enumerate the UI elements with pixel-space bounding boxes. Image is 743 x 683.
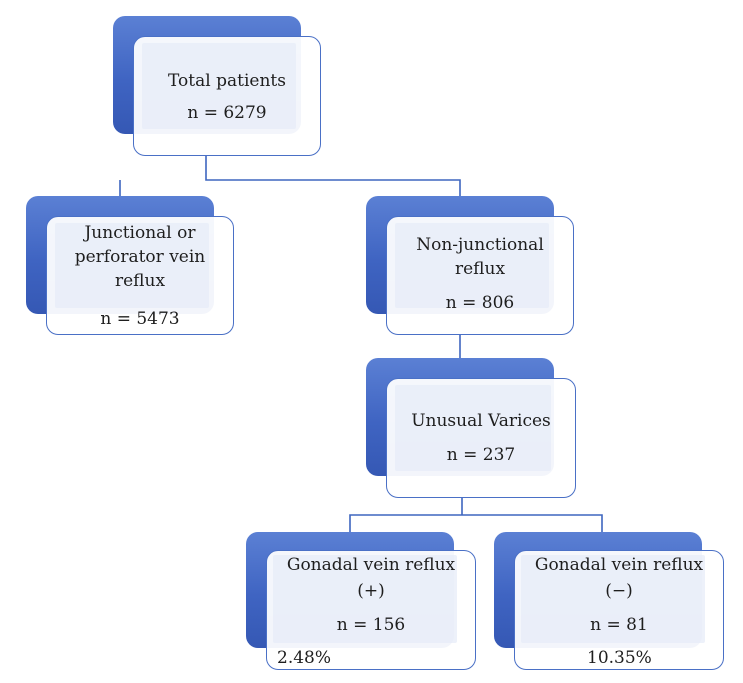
node-unusual-varices: Unusual Varices n = 237 [366,358,576,498]
node-nonjunctional-count: n = 806 [445,293,515,313]
node-gonadal-positive-front: Gonadal vein reflux (+) n = 156 2.48% [266,550,476,670]
node-junctional-line2: perforator vein [74,247,206,267]
node-unusual-inner [395,385,551,471]
node-gonadal-negative: Gonadal vein reflux (−) n = 81 10.35% [494,532,724,670]
node-total-patients: Total patients n = 6279 [113,16,321,156]
node-junctional-line3: reflux [114,271,166,291]
node-total-patients-front: Total patients n = 6279 [133,36,321,156]
node-junctional: Junctional or perforator vein reflux n =… [26,196,234,335]
node-nonjunctional-front: Non-junctional reflux n = 806 [386,216,574,335]
node-gonadal-negative-line1: Gonadal vein reflux [534,555,704,575]
node-gonadal-positive-line2: (+) [357,581,385,601]
node-gonadal-negative-line2: (−) [605,581,633,601]
node-gonadal-positive-count: n = 156 [336,615,406,635]
node-gonadal-negative-inner [521,555,705,643]
node-gonadal-negative-count: n = 81 [590,615,648,635]
node-nonjunctional-line1: Non-junctional [416,235,544,255]
node-junctional-line1: Junctional or [84,223,196,243]
node-gonadal-negative-percent: 10.35% [587,648,652,668]
node-nonjunctional-line2: reflux [454,259,506,279]
node-total-title: Total patients [168,71,286,91]
node-total-count: n = 6279 [187,103,267,123]
node-unusual-title: Unusual Varices [411,411,551,431]
node-gonadal-negative-front: Gonadal vein reflux (−) n = 81 10.35% [514,550,724,670]
node-unusual-front: Unusual Varices n = 237 [386,378,576,498]
node-gonadal-positive-percent: 2.48% [277,648,332,668]
node-total-patients-inner [142,43,296,129]
node-junctional-front: Junctional or perforator vein reflux n =… [46,216,234,335]
node-gonadal-positive-line1: Gonadal vein reflux [286,555,456,575]
node-junctional-inner [55,223,209,308]
node-junctional-count: n = 5473 [100,309,180,329]
node-nonjunctional-inner [395,223,549,308]
connector-total-split [205,155,461,200]
node-unusual-count: n = 237 [446,445,516,465]
node-gonadal-positive: Gonadal vein reflux (+) n = 156 2.48% [246,532,476,670]
node-nonjunctional: Non-junctional reflux n = 806 [366,196,574,335]
node-gonadal-positive-inner [273,555,457,643]
connector-unusual-split [349,498,603,540]
